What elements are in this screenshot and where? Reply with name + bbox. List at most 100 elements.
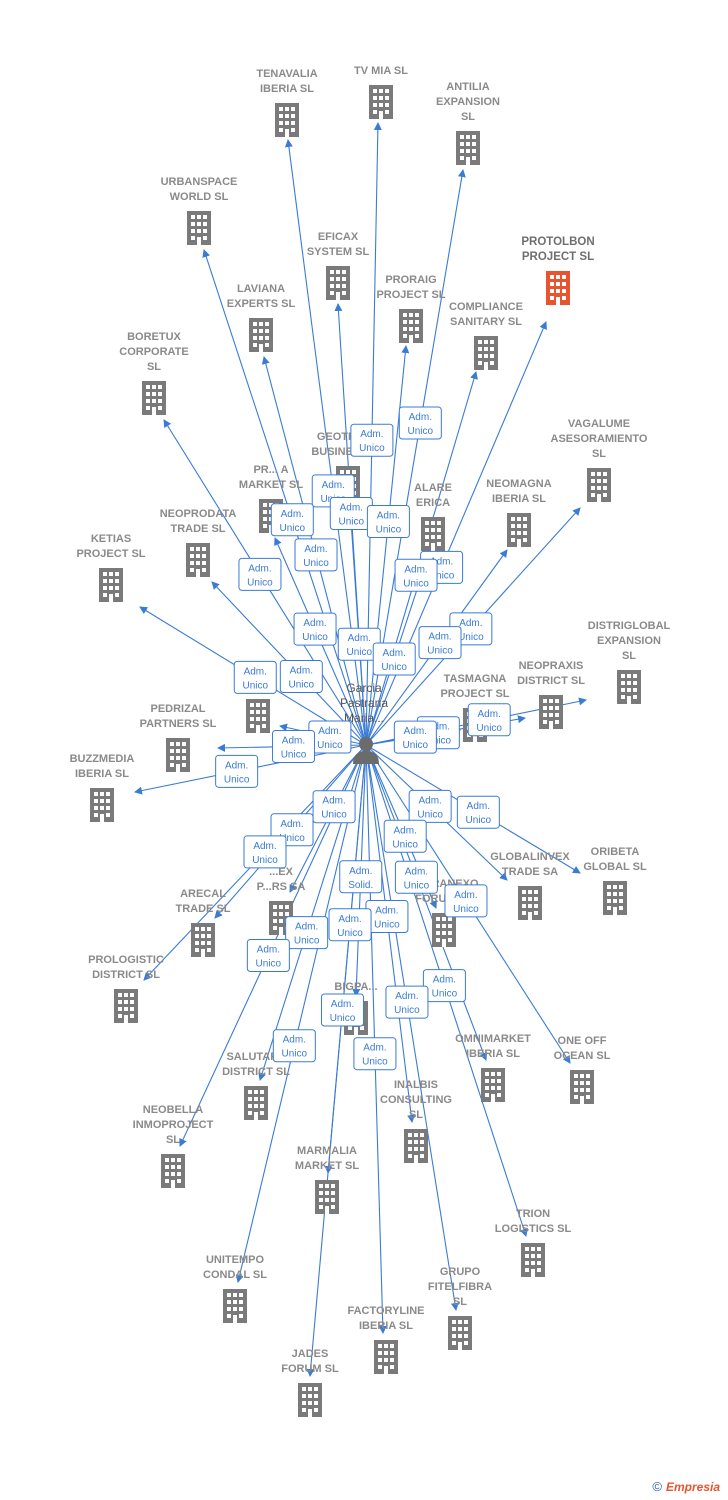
role-badge-ex[interactable]: Adm.Unico: [312, 790, 356, 824]
company-label-inalbis-0: INALBIS: [394, 1079, 438, 1091]
role-badge-alare[interactable]: Adm.Unico: [372, 642, 416, 676]
role-badge-terranexo[interactable]: Adm.Unico: [383, 819, 427, 853]
company-label-vagalume-1: ASESORAMIENTO: [551, 433, 648, 445]
role-badge-oneoff[interactable]: Adm.Unico: [444, 884, 488, 918]
badge-box: [408, 789, 452, 823]
badges-layer: Adm.UnicoAdm.UnicoAdm.UnicoAdm.UnicoAdm.…: [215, 406, 511, 1071]
role-badge-oribeta[interactable]: Adm.Unico: [456, 795, 500, 829]
role-badge-jades[interactable]: Adm.Unico: [320, 993, 364, 1027]
role-badge-marmalia[interactable]: Adm.Unico: [328, 908, 372, 942]
role-badge-urbanspace[interactable]: Adm.Unico: [270, 503, 314, 537]
role-badge-buzzmedia[interactable]: Adm.Unico: [215, 754, 259, 788]
badge-box: [285, 916, 329, 950]
role-badge-geotrade[interactable]: Adm.Unico: [337, 627, 381, 661]
role-badge-unitempo[interactable]: Adm.Unico: [272, 1029, 316, 1063]
company-label-factoryline-0: FACTORYLINE: [347, 1305, 424, 1317]
role-badge-boretux[interactable]: Adm.Unico: [238, 557, 282, 591]
role-badge-grupofitel[interactable]: Adm.Unico: [385, 985, 429, 1019]
role-badge-antilia[interactable]: Adm.Unico: [398, 406, 442, 440]
role-badge-prmarket[interactable]: Adm.Unico: [293, 612, 337, 646]
badge-text-2: Unico: [374, 920, 400, 931]
badge-box: [270, 503, 314, 537]
badge-text-1: Adm.: [295, 922, 318, 933]
role-badge-neoprodata[interactable]: Adm.Unico: [279, 660, 323, 694]
badge-box: [238, 557, 282, 591]
role-badge-ketias[interactable]: Adm.Unico: [233, 660, 277, 694]
company-node-tvmia[interactable]: TV MIA SL: [354, 65, 408, 119]
person-node[interactable]: Garcia Pastrana Maria...: [340, 681, 388, 764]
badge-text-2: Unico: [458, 632, 484, 643]
company-node-bigpa[interactable]: BIGPA...: [334, 981, 378, 1035]
footer-brand[interactable]: ©Empresia: [652, 1479, 720, 1494]
role-badge-tvmia[interactable]: Adm.Unico: [350, 423, 394, 457]
building-icon: [326, 266, 350, 300]
role-badge-proraig[interactable]: Adm.Unico: [366, 505, 410, 539]
company-node-ex[interactable]: ...EXP...RS SA: [257, 866, 306, 935]
role-badge-tasmagna[interactable]: Adm.Unico: [393, 720, 437, 754]
role-badge-salutare[interactable]: Adm.Unico: [285, 916, 329, 950]
role-badge-distriglobal[interactable]: Adm.Unico: [467, 703, 511, 737]
building-icon: [421, 517, 445, 551]
company-label-neobella-1: INMOPROJECT: [133, 1119, 214, 1131]
building-icon: [166, 738, 190, 772]
company-label-distriglobal-0: DISTRIGLOBAL: [588, 620, 671, 632]
badge-text-2: Unico: [280, 523, 306, 534]
person-label-line-2: Pastrana: [340, 696, 388, 710]
badge-text-1: Adm.: [340, 502, 363, 513]
badge-text-2: Unico: [252, 855, 278, 866]
role-badge-pedrizal[interactable]: Adm.Unico: [271, 729, 315, 763]
badge-text-1: Adm.: [248, 563, 271, 574]
role-badge-prologistic[interactable]: Adm.Unico: [243, 835, 287, 869]
role-badge-compliance[interactable]: Adm.Unico: [394, 558, 438, 592]
company-label-prmarket-1: MARKET SL: [239, 479, 303, 491]
role-badge-factoryline[interactable]: Adm.Unico: [353, 1037, 397, 1071]
role-badge-laviana[interactable]: Adm.Unico: [294, 538, 338, 572]
badge-text-1: Adm.: [433, 975, 456, 986]
role-badge-eficax[interactable]: Adm.Unico: [329, 496, 373, 530]
role-badge-omnimarket[interactable]: Adm.Unico: [394, 860, 438, 894]
role-badge-neobella[interactable]: Adm.Unico: [246, 939, 290, 973]
company-label-buzzmedia-1: IBERIA SL: [75, 768, 129, 780]
role-badge-bigpa[interactable]: Adm.Solid.: [339, 860, 383, 894]
role-badge-trion[interactable]: Adm.Unico: [422, 969, 466, 1003]
role-badge-ckf[interactable]: Adm.Unico: [308, 720, 352, 754]
role-badge-globalinvex[interactable]: Adm.Unico: [408, 789, 452, 823]
role-badge-neomagna[interactable]: Adm.Unico: [418, 626, 462, 660]
role-badge-inalbis[interactable]: Adm.Unico: [365, 900, 409, 934]
